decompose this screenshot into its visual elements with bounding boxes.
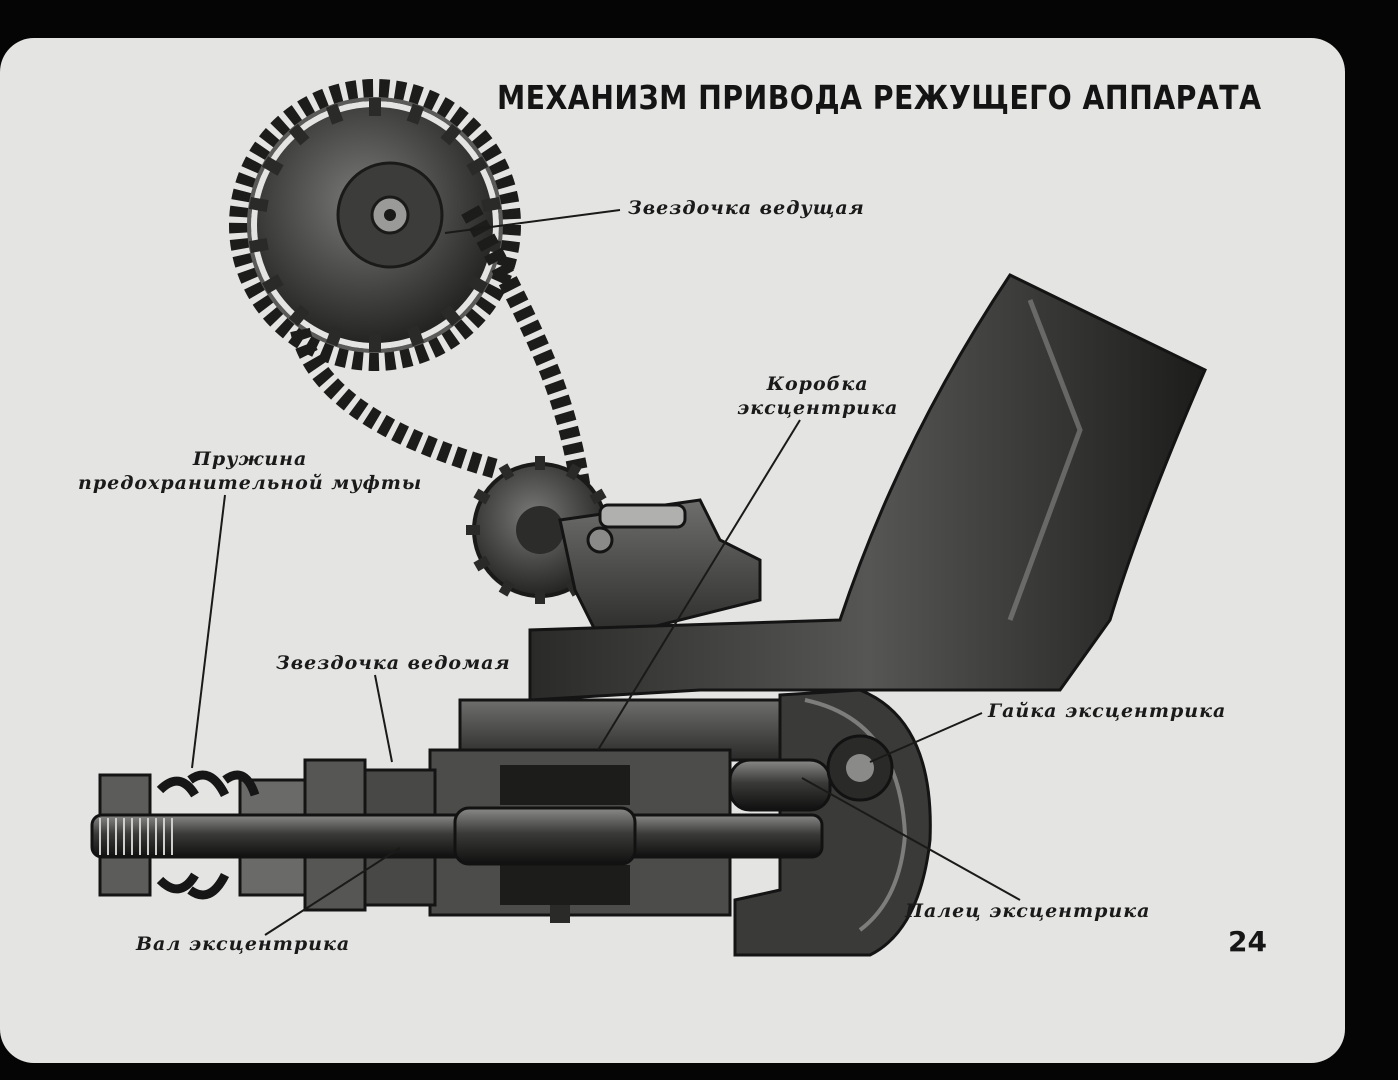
label-eccentric-nut: Гайка эксцентрика — [988, 700, 1227, 722]
tensioner-bracket — [558, 498, 762, 642]
label-driven-sprocket: Звездочка ведомая — [276, 652, 511, 674]
eccentric-arm — [528, 273, 1207, 702]
drive-sprocket — [229, 79, 521, 371]
label-eccentric-pin: Палец эксцентрика — [905, 900, 1151, 922]
page-number: 24 — [1228, 925, 1267, 958]
label-clutch-spring: Пружина предохранительной муфты — [78, 447, 422, 495]
eccentric-shaft — [90, 734, 894, 866]
label-drive-sprocket: Звездочка ведущая — [628, 197, 865, 219]
slide-title: МЕХАНИЗМ ПРИВОДА РЕЖУЩЕГО АППАРАТА — [497, 78, 1262, 117]
leader-lines — [191, 209, 1021, 936]
label-eccentric-shaft: Вал эксцентрика — [136, 933, 351, 955]
label-eccentric-box: Коробка эксцентрика — [737, 372, 898, 420]
label-eccentric-box-line2: эксцентрика — [737, 397, 899, 419]
label-clutch-spring-line2: предохранительной муфты — [78, 472, 423, 494]
label-eccentric-box-line1: Коробка — [766, 373, 869, 395]
label-clutch-spring-line1: Пружина — [192, 448, 308, 470]
